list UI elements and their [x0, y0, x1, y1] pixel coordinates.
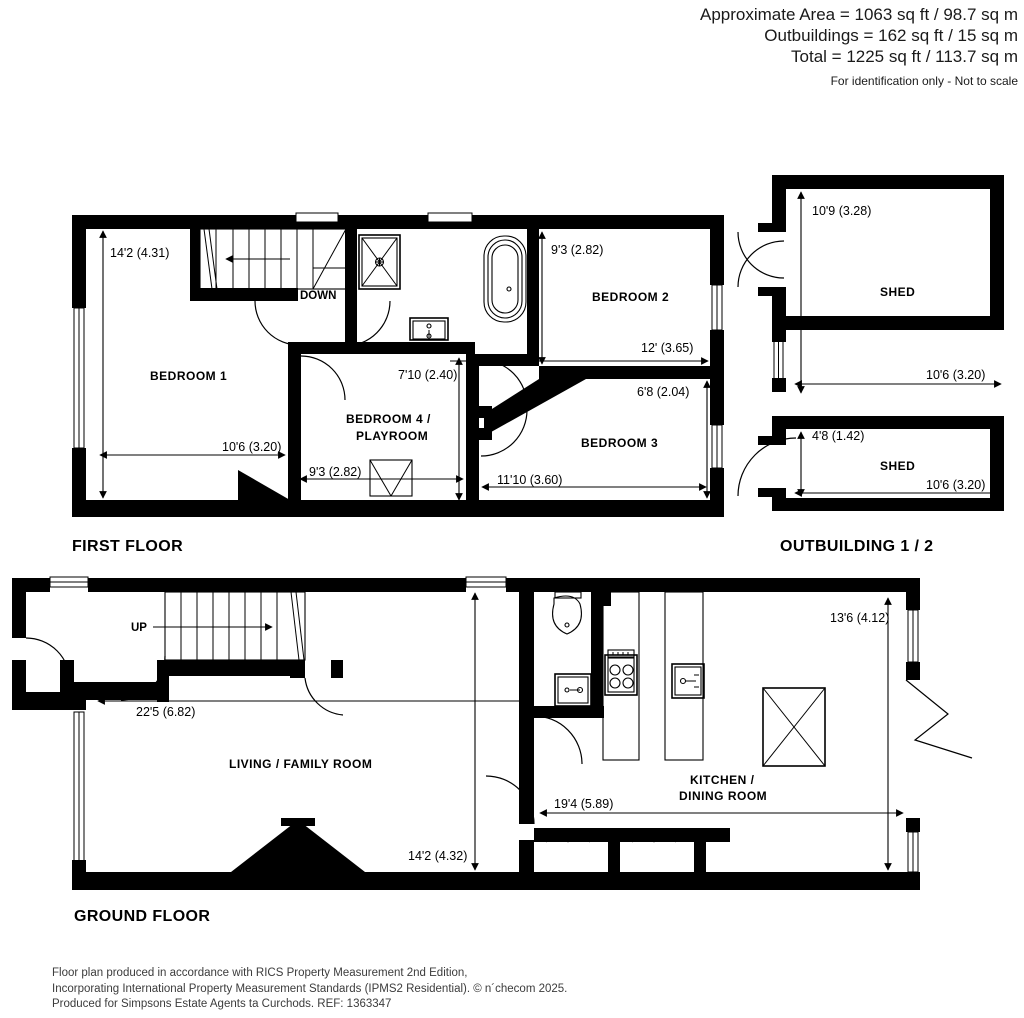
- bedroom3-label: BEDROOM 3: [581, 436, 658, 450]
- kitchen-counter-hob: [602, 591, 640, 761]
- ground-floor-dimensions: [97, 592, 904, 871]
- bedroom3-dim-horizontal: 11'10 (3.60): [497, 473, 562, 487]
- first-floor-windows: [73, 212, 723, 469]
- fireplace-icon: [231, 818, 365, 872]
- bedroom4-dim-horizontal: 9'3 (2.82): [309, 465, 361, 479]
- staircase-up: [153, 591, 306, 661]
- living-room-label: LIVING / FAMILY ROOM: [229, 757, 372, 771]
- ground-floor-windows: [49, 576, 919, 874]
- ground-floor-door-swings: [25, 637, 583, 825]
- bedroom1-label: BEDROOM 1: [150, 369, 227, 383]
- first-floor-dimensions: [99, 230, 711, 501]
- bedroom4-label-line2: PLAYROOM: [356, 429, 428, 443]
- kitchen-dim-vertical: 13'6 (4.12): [830, 611, 889, 625]
- outbuilding-walls: [758, 175, 1004, 511]
- shed2-dim-horizontal: 10'6 (3.20): [926, 478, 985, 492]
- living-dim-vertical: 14'2 (4.32): [408, 849, 467, 863]
- first-floor-door-swings: [254, 300, 528, 457]
- kitchen-counter-sink: [664, 591, 705, 761]
- bedroom2-dim-horizontal: 12' (3.65): [641, 341, 693, 355]
- kitchen-label-line1: KITCHEN /: [690, 773, 755, 787]
- bedroom2-label: BEDROOM 2: [592, 290, 669, 304]
- shed2-dim-vertical: 4'8 (1.42): [812, 429, 864, 443]
- bedroom2-dim-vertical: 9'3 (2.82): [551, 243, 603, 257]
- washbasin-icon: [409, 317, 449, 341]
- french-doors-icon: [534, 828, 730, 872]
- dining-table-icon: [762, 687, 826, 767]
- shed1-dim-horizontal: 10'6 (3.20): [926, 368, 985, 382]
- footer-credits: Floor plan produced in accordance with R…: [52, 966, 567, 1013]
- ground-floor-title: GROUND FLOOR: [74, 908, 211, 925]
- bathtub-icon: [483, 235, 527, 323]
- first-floor-title: FIRST FLOOR: [72, 538, 184, 555]
- staircase-down: [199, 228, 347, 290]
- stairs-up-label: UP: [131, 622, 147, 634]
- bedroom4-label-line1: BEDROOM 4 /: [346, 412, 431, 426]
- outbuilding-door-swings: [737, 231, 797, 497]
- footer-line-ipms: Incorporating International Property Mea…: [52, 982, 568, 995]
- ground-floor-walls: [12, 578, 920, 890]
- bedroom1-dim-horizontal: 10'6 (3.20): [222, 440, 281, 454]
- first-floor-walls: [72, 215, 724, 517]
- identification-disclaimer: For identification only - Not to scale: [830, 74, 1018, 88]
- outbuilding-dimensions: [794, 191, 1002, 497]
- wc-basin-icon: [554, 673, 592, 707]
- footer-line-agent: Produced for Simpsons Estate Agents ta C…: [52, 998, 392, 1010]
- outbuilding-windows: [772, 330, 786, 392]
- kitchen-dim-horizontal: 19'4 (5.89): [554, 797, 613, 811]
- area-summary: Approximate Area = 1063 sq ft / 98.7 sq …: [700, 4, 1018, 90]
- toilet-icon: [552, 591, 582, 635]
- outbuildings-area-line: Outbuildings = 162 sq ft / 15 sq m: [764, 26, 1018, 45]
- shed2-label: SHED: [880, 459, 915, 473]
- ground-floor-plan: UP: [12, 576, 973, 890]
- kitchen-label-line2: DINING ROOM: [679, 789, 767, 803]
- bedroom3-dim-vertical: 6'8 (2.04): [637, 385, 689, 399]
- first-floor-plan: DOWN: [72, 212, 724, 517]
- shower-tray-icon: [358, 234, 401, 290]
- outbuilding-title: OUTBUILDING 1 / 2: [780, 538, 934, 555]
- bifold-doors-icon: [905, 679, 973, 759]
- bedroom1-dim-vertical: 14'2 (4.31): [110, 246, 169, 260]
- shed1-dim-vertical: 10'9 (3.28): [812, 204, 871, 218]
- shed1-label: SHED: [880, 285, 915, 299]
- total-area-line: Total = 1225 sq ft / 113.7 sq m: [791, 47, 1018, 66]
- outbuilding-plan: 10'9 (3.28) 10'6 (3.20) SHED 4'8 (1.42) …: [737, 175, 1004, 511]
- bedroom4-furniture-icon: [369, 459, 413, 497]
- bedroom4-dim-vertical: 7'10 (2.40): [398, 368, 457, 382]
- approximate-area-line: Approximate Area = 1063 sq ft / 98.7 sq …: [700, 5, 1018, 24]
- living-dim-horizontal: 22'5 (6.82): [136, 705, 195, 719]
- stairs-down-label: DOWN: [300, 290, 336, 302]
- footer-line-rics: Floor plan produced in accordance with R…: [52, 967, 468, 979]
